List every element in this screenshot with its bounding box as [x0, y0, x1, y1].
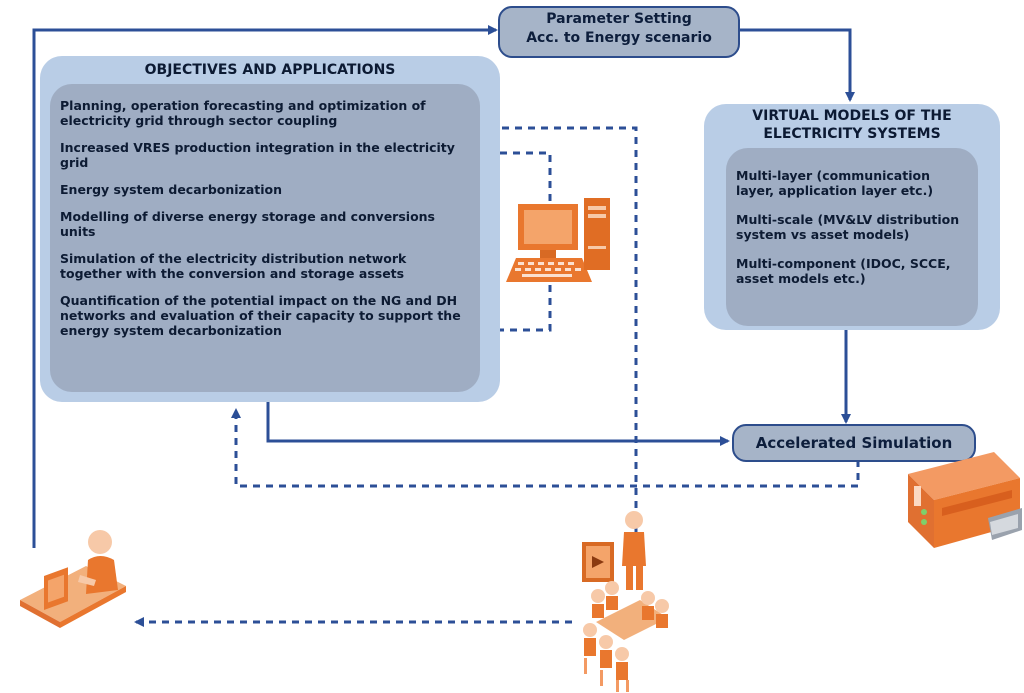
objectives-list: Planning, operation forecasting and opti…: [60, 98, 470, 350]
dashed-arrow-simulation-to-objectives: [231, 408, 860, 488]
feedback-arrow-to-parameters: [32, 25, 498, 548]
arrow-parameters-to-models: [738, 28, 855, 102]
virtual-models-inner-panel: [726, 148, 978, 326]
dashed-arrow-to-objectives-top: [480, 123, 638, 534]
objective-item: Increased VRES production integration in…: [60, 140, 455, 170]
parameter-setting-line2: Acc. to Energy scenario: [526, 30, 712, 46]
accelerated-simulation-node: Accelerated Simulation: [732, 424, 976, 462]
model-item: Multi-component (IDOC, SCCE, asset model…: [736, 256, 951, 286]
virtual-models-title-line2: ELECTRICITY SYSTEMS: [763, 126, 941, 142]
objective-item: Planning, operation forecasting and opti…: [60, 98, 426, 128]
arrow-objectives-to-simulation: [266, 400, 730, 446]
objective-item: Energy system decarbonization: [60, 182, 282, 197]
model-item: Multi-scale (MV&LV distribution system v…: [736, 212, 960, 242]
objective-item: Quantification of the potential impact o…: [60, 293, 461, 338]
model-item: Multi-layer (communication layer, applic…: [736, 168, 934, 198]
parameter-setting-line1: Parameter Setting: [546, 11, 692, 27]
objective-item: Simulation of the electricity distributi…: [60, 251, 407, 281]
objectives-title: OBJECTIVES AND APPLICATIONS: [144, 62, 396, 78]
objective-item: Modelling of diverse energy storage and …: [60, 209, 435, 239]
parameter-setting-node: Parameter Setting Acc. to Energy scenari…: [498, 6, 740, 58]
virtual-models-title-line1: VIRTUAL MODELS OF THE: [752, 108, 952, 124]
objectives-inner-panel: [50, 84, 480, 392]
accelerated-simulation-label: Accelerated Simulation: [755, 434, 953, 452]
dashed-loop-computer: [480, 151, 552, 335]
virtual-models-list: Multi-layer (communication layer, applic…: [736, 168, 972, 300]
